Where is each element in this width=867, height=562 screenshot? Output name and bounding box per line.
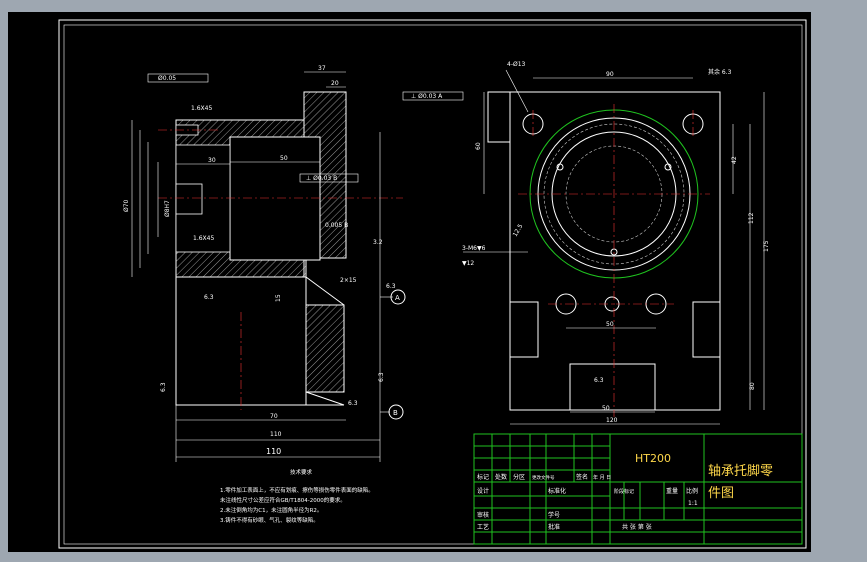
dim-60: 60 (475, 142, 482, 150)
part-outline (487, 91, 721, 411)
dim-50-slot: 50 (602, 405, 610, 412)
dim-42: 42 (731, 156, 738, 164)
dim-thread-depth: ▼12 (462, 260, 474, 267)
notes-title: 技术要求 (290, 468, 313, 476)
dim-120: 120 (606, 417, 618, 424)
front-view (487, 91, 721, 417)
plate-outline (509, 91, 721, 411)
row-approve: 批准 (548, 523, 560, 531)
chamfer-bottom: 1.6X45 (193, 235, 214, 242)
tolerance-frame-3 (299, 173, 359, 183)
roughness-1: 6.3 (204, 294, 214, 301)
weight-label: 重量 (666, 487, 678, 495)
roughness-3: 6.3 (348, 400, 358, 407)
row-student-no: 学号 (548, 511, 560, 519)
stage-mark: 阶段标记 (614, 488, 634, 495)
col-doc: 更改文件号 (532, 474, 555, 481)
dim-175: 175 (763, 240, 770, 252)
dim-37: 37 (318, 65, 326, 72)
roughness-rest: 其余 6.3 (708, 68, 732, 76)
section-view (158, 91, 403, 410)
section-dimensions: 37 20 30 50 70 110 110 15 2×15 (123, 65, 464, 462)
scale-label: 比例 (686, 487, 698, 495)
sheet-count: 共 张 第 张 (622, 523, 652, 531)
tolerance-frame-2 (402, 91, 464, 101)
dim-2x15: 2×15 (340, 277, 357, 284)
datum-b-circle (388, 404, 404, 420)
chamfer-top: 1.6X45 (191, 105, 212, 112)
dim-thread: 3-M6▼6 (462, 245, 486, 252)
col-date: 年 月 日 (593, 474, 611, 481)
tolerance-4: 0.005 B (325, 222, 348, 229)
dim-70: 70 (270, 413, 278, 420)
drawing-viewport[interactable]: 37 20 30 50 70 110 110 15 2×15 (8, 12, 811, 552)
row-process: 工艺 (477, 523, 489, 531)
dim-30: 30 (208, 157, 216, 164)
tolerance-frame-1 (147, 73, 209, 83)
base-slot (569, 363, 656, 411)
dim-50-holes: 50 (606, 321, 614, 328)
datum-a: A (395, 294, 400, 302)
dim-50: 50 (280, 155, 288, 162)
row-check: 审核 (477, 511, 489, 519)
part-name-line2: 件图 (708, 486, 734, 501)
tap-hole (175, 183, 203, 215)
scale-value: 1:1 (688, 500, 698, 507)
col-mark: 标记 (477, 473, 489, 481)
rib-section (305, 304, 345, 393)
inner-border (63, 24, 803, 545)
roughness-2: 6.3 (386, 283, 396, 290)
engineering-drawing: 37 20 30 50 70 110 110 15 2×15 (58, 19, 807, 549)
part-name-line1: 轴承托脚零 (708, 463, 773, 479)
roughness-5: 6.3 (378, 372, 385, 382)
dim-20: 20 (331, 80, 339, 87)
front-dimensions: 90 60 42 112 175 50 50 120 80 4-Ø13 (462, 61, 770, 425)
datum-a-circle (390, 289, 406, 305)
material: HT200 (635, 452, 671, 465)
roughness-125: 12.5 (512, 223, 525, 238)
col-sign: 签名 (576, 473, 588, 481)
note-1: 1.零件加工表面上，不应有划痕、擦伤等损伤零件表面的缺陷。 (220, 486, 374, 494)
inner-bore (229, 136, 321, 261)
dim-phi-outer: Ø70 (123, 199, 130, 212)
dim-90: 90 (606, 71, 614, 78)
note-3: 3.铸件不得有砂眼、气孔、裂纹等缺陷。 (220, 516, 319, 524)
dim-110-small: 110 (270, 431, 282, 438)
dim-112: 112 (748, 212, 755, 224)
note-1b: 未注线性尺寸公差应符合GB/T1804-2000的要求。 (220, 496, 346, 504)
tolerance-1: Ø0.05 (158, 75, 176, 82)
roughness-4: 6.3 (160, 382, 167, 392)
note-2: 2.未注倒角均为C1，未注圆角半径为R2。 (220, 506, 322, 514)
row-standard: 标准化 (548, 487, 566, 495)
dim-110: 110 (266, 447, 281, 456)
outer-border (58, 19, 807, 549)
datum-b: B (393, 409, 398, 417)
tolerance-2: ⊥ Ø0.03 A (411, 93, 443, 100)
roughness-front: 6.3 (594, 377, 604, 384)
roughness-32: 3.2 (373, 239, 383, 246)
tolerance-3: ⊥ Ø0.03 B (306, 175, 337, 182)
dim-80: 80 (749, 382, 756, 390)
col-count: 处数 (495, 473, 507, 481)
col-zone: 分区 (513, 473, 525, 481)
title-block: HT200 轴承托脚零 件图 标记 处数 分区 更改文件号 签名 年 月 日 设… (473, 433, 803, 545)
technical-requirements: 技术要求 1.零件加工表面上，不应有划痕、擦伤等损伤零件表面的缺陷。 未注线性尺… (220, 468, 374, 524)
dim-4-holes: 4-Ø13 (507, 61, 526, 68)
dim-15: 15 (275, 294, 282, 302)
dim-phi-hole: Ø8H7 (164, 200, 171, 217)
row-design: 设计 (477, 487, 489, 495)
